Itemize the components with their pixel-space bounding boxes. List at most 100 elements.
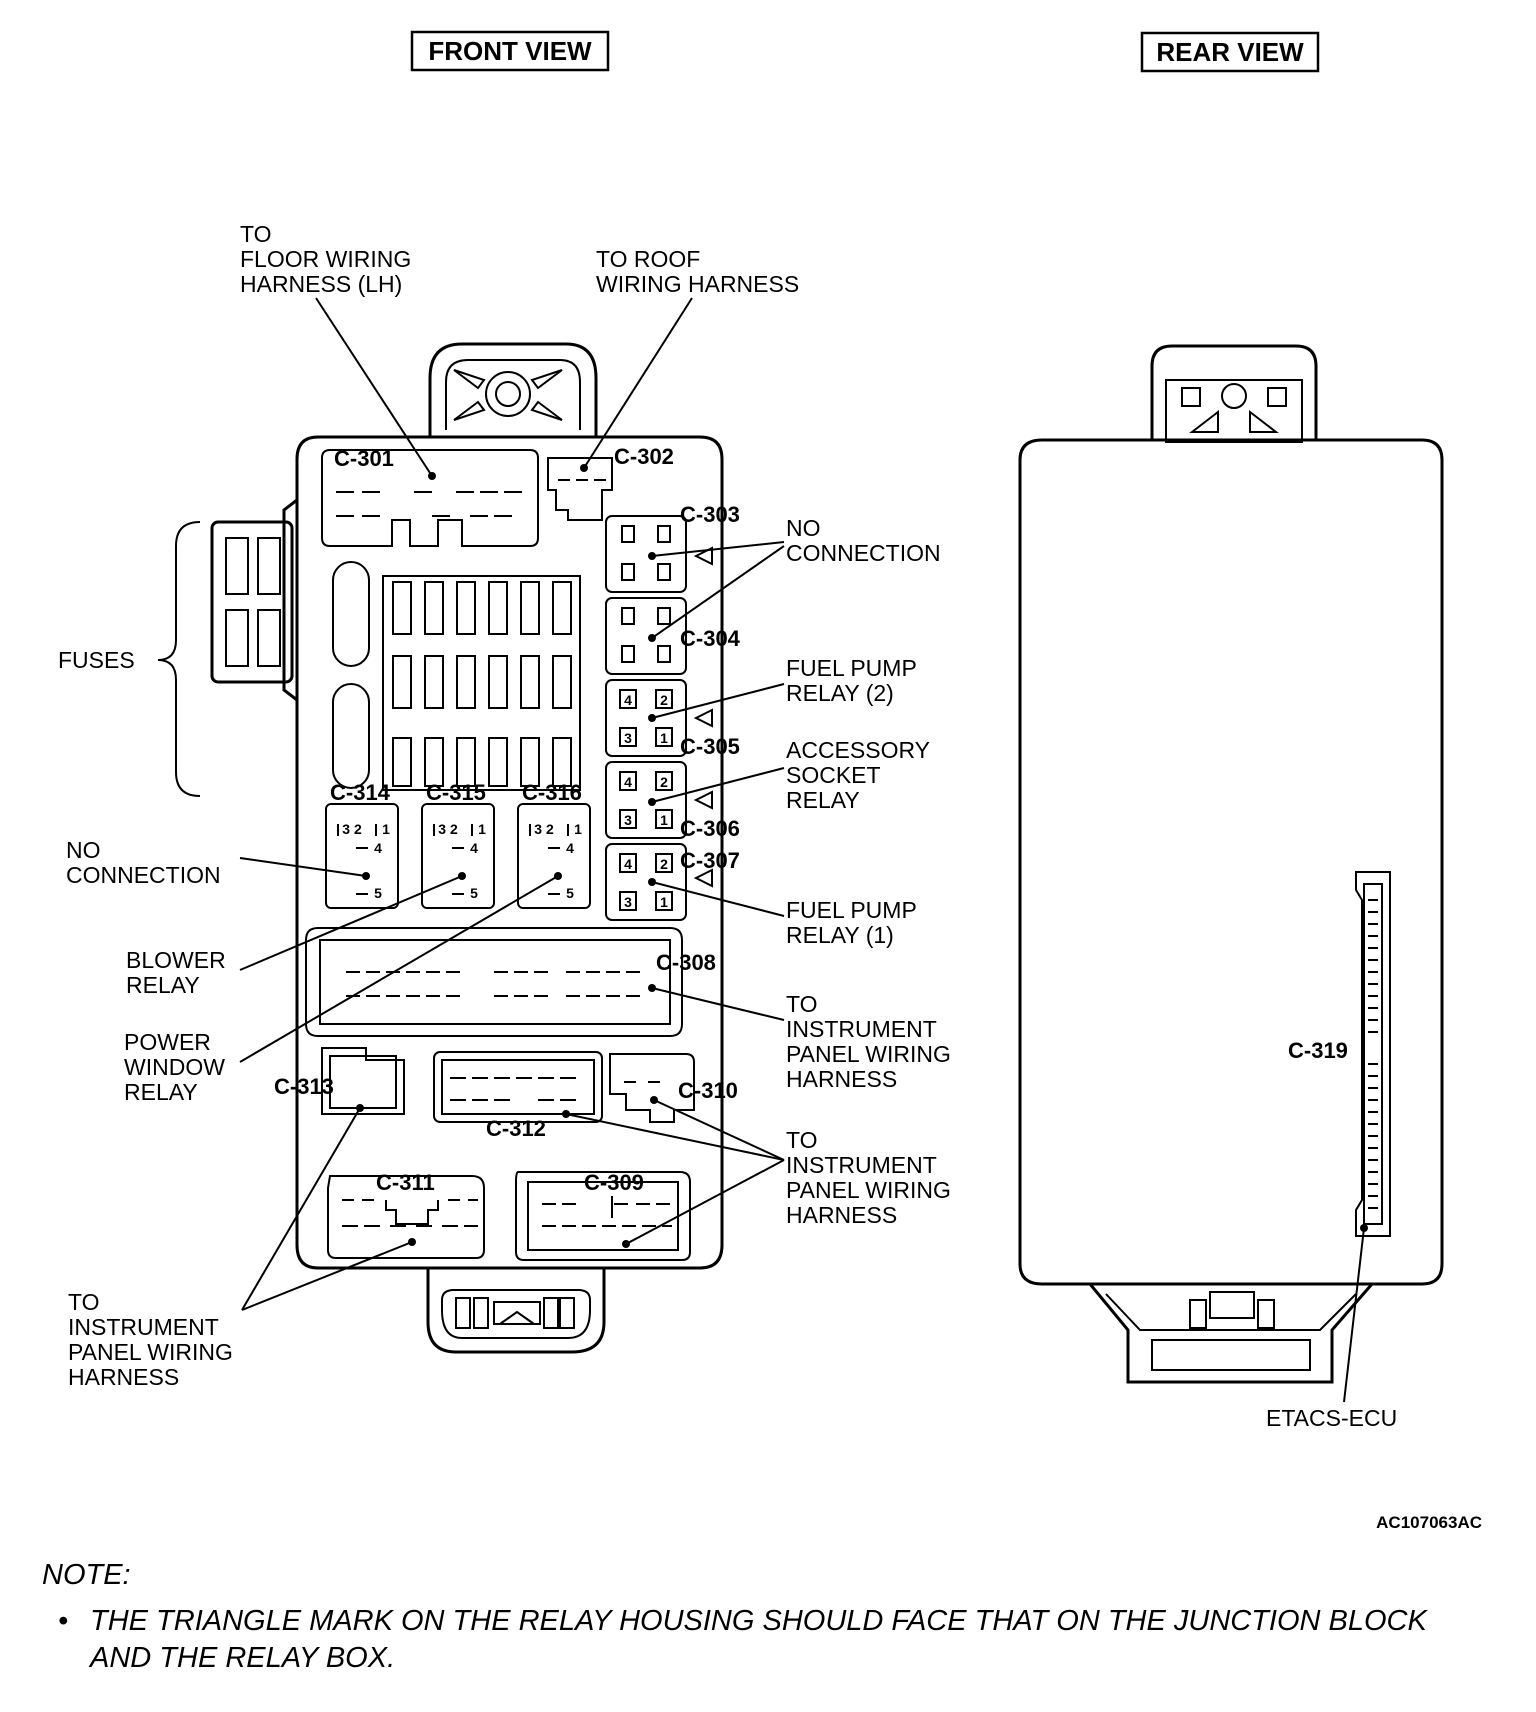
svg-text:TO: TO	[786, 1127, 818, 1153]
label-floor-harness: TO FLOOR WIRING HARNESS (LH)	[240, 221, 411, 297]
connector-c302: C-302	[614, 444, 674, 469]
relay-c315: 3 2 1 4 5	[421, 803, 495, 909]
relay-c314: 3 2 1 4 5	[325, 803, 399, 909]
svg-text:TO: TO	[68, 1289, 100, 1315]
svg-text:RELAY: RELAY	[786, 787, 860, 813]
relay-c306: 4 2 3 1	[605, 761, 713, 839]
pin-label: 3	[624, 894, 632, 910]
connector-c307: C-307	[680, 848, 740, 873]
connector-c309: C-309	[584, 1170, 644, 1195]
relay-c307: 4 2 3 1	[605, 843, 713, 921]
relay-c305: 4 2 3 1	[605, 679, 713, 757]
pin-label: 3 2	[438, 821, 458, 837]
svg-text:SOCKET: SOCKET	[786, 762, 881, 788]
rear-view-header: REAR VIEW	[1140, 31, 1320, 73]
label-no-connection-top: NO CONNECTION	[786, 515, 941, 566]
pin-label: 4	[624, 774, 632, 790]
svg-text:PANEL WIRING: PANEL WIRING	[68, 1339, 233, 1365]
pin-label: 1	[660, 812, 668, 828]
pin-label: 3	[624, 730, 632, 746]
connector-c312: C-312	[486, 1116, 546, 1141]
pin-label: 5	[566, 885, 574, 901]
connector-c304: C-304	[680, 626, 741, 651]
svg-text:TO: TO	[786, 991, 818, 1017]
label-blower-relay: BLOWER RELAY	[126, 947, 226, 998]
svg-text:PANEL WIRING: PANEL WIRING	[786, 1041, 951, 1067]
rear-view-title: REAR VIEW	[1156, 37, 1304, 67]
pin-label: 1	[574, 821, 582, 837]
connector-c314: C-314	[330, 780, 391, 805]
leader-etacs	[1343, 1227, 1365, 1403]
svg-text:NO: NO	[786, 515, 821, 541]
connector-c301: C-301	[334, 446, 394, 471]
pin-label: 5	[470, 885, 478, 901]
label-etacs-ecu: ETACS-ECU	[1266, 1405, 1397, 1431]
pin-label: 3 2	[342, 821, 362, 837]
front-view-header: FRONT VIEW	[410, 30, 610, 72]
front-junction-block: 4 2 3 1 4 2 3 1 4 2 3 1	[210, 342, 724, 1354]
note-bullet: •	[58, 1605, 68, 1637]
svg-text:WINDOW: WINDOW	[124, 1054, 225, 1080]
label-fuel-pump-relay-1: FUEL PUMP RELAY (1)	[786, 897, 917, 948]
pin-label: 1	[660, 730, 668, 746]
label-power-window-relay: POWER WINDOW RELAY	[124, 1029, 225, 1105]
fuse-slots	[392, 581, 572, 787]
label-accessory-socket-relay: ACCESSORY SOCKET RELAY	[786, 737, 930, 813]
connector-c313: C-313	[274, 1074, 334, 1099]
svg-text:INSTRUMENT: INSTRUMENT	[786, 1016, 937, 1042]
connector-c303: C-303	[680, 502, 740, 527]
connector-c315: C-315	[426, 780, 486, 805]
pin-label: 2	[660, 774, 668, 790]
pin-label: 3 2	[534, 821, 554, 837]
svg-text:FUEL PUMP: FUEL PUMP	[786, 655, 917, 681]
leader-lines	[239, 297, 785, 1311]
svg-text:RELAY (1): RELAY (1)	[786, 922, 894, 948]
connector-c308: C-308	[656, 950, 716, 975]
note-heading: NOTE:	[42, 1559, 131, 1591]
pin-label: 2	[660, 692, 668, 708]
connector-c306: C-306	[680, 816, 740, 841]
note-line-1: THE TRIANGLE MARK ON THE RELAY HOUSING S…	[90, 1605, 1429, 1637]
svg-text:HARNESS: HARNESS	[786, 1202, 897, 1228]
svg-text:WIRING HARNESS: WIRING HARNESS	[596, 271, 799, 297]
pin-label: 4	[624, 856, 632, 872]
pin-label: 2	[660, 856, 668, 872]
label-no-connection-left: NO CONNECTION	[66, 837, 221, 888]
svg-text:PANEL WIRING: PANEL WIRING	[786, 1177, 951, 1203]
svg-text:TO: TO	[240, 221, 272, 247]
figure-code: AC107063AC	[1376, 1513, 1482, 1532]
pin-label: 1	[478, 821, 486, 837]
pin-label: 4	[624, 692, 632, 708]
pin-label: 5	[374, 885, 382, 901]
connector-c316: C-316	[522, 780, 582, 805]
connector-c319: C-319	[1288, 1038, 1348, 1063]
svg-text:FLOOR WIRING: FLOOR WIRING	[240, 246, 411, 272]
svg-text:RELAY: RELAY	[126, 972, 200, 998]
label-ip-harness-bottom: TO INSTRUMENT PANEL WIRING HARNESS	[68, 1289, 233, 1390]
note-line-2: AND THE RELAY BOX.	[88, 1642, 395, 1674]
connector-c305: C-305	[680, 734, 740, 759]
label-ip-harness-c308: TO INSTRUMENT PANEL WIRING HARNESS	[786, 991, 951, 1092]
rear-junction-block	[1018, 344, 1444, 1384]
svg-text:TO ROOF: TO ROOF	[596, 246, 700, 272]
svg-text:ACCESSORY: ACCESSORY	[786, 737, 930, 763]
pin-label: 1	[660, 894, 668, 910]
svg-text:FUEL PUMP: FUEL PUMP	[786, 897, 917, 923]
svg-text:BLOWER: BLOWER	[126, 947, 226, 973]
svg-text:INSTRUMENT: INSTRUMENT	[68, 1314, 219, 1340]
svg-text:CONNECTION: CONNECTION	[786, 540, 941, 566]
svg-text:HARNESS: HARNESS	[786, 1066, 897, 1092]
pin-label: 4	[470, 840, 478, 856]
label-ip-harness-c310: TO INSTRUMENT PANEL WIRING HARNESS	[786, 1127, 951, 1228]
svg-text:RELAY: RELAY	[124, 1079, 198, 1105]
pin-label: 4	[374, 840, 382, 856]
front-view-title: FRONT VIEW	[428, 36, 592, 66]
svg-text:HARNESS (LH): HARNESS (LH)	[240, 271, 402, 297]
pin-label: 1	[382, 821, 390, 837]
fuses-brace	[157, 521, 201, 797]
pin-label: 4	[566, 840, 574, 856]
label-roof-harness: TO ROOF WIRING HARNESS	[596, 246, 799, 297]
svg-text:POWER: POWER	[124, 1029, 211, 1055]
c301-pins	[336, 491, 522, 517]
